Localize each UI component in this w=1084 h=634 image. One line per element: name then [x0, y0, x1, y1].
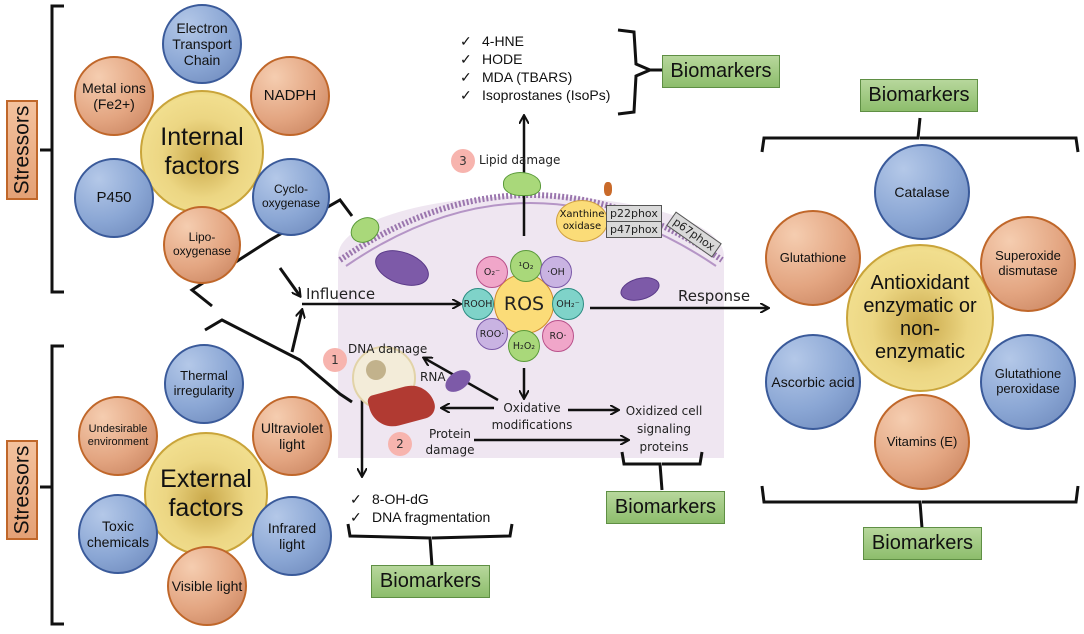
ros-species-superoxide: O₂⁻ [476, 256, 508, 288]
list-item: ✓HODE [460, 51, 523, 67]
oxidative-modifications-label: Oxidative modifications [491, 401, 573, 432]
rna-label: RNA [420, 370, 446, 384]
antioxidant-item-glutathione: Glutathione [765, 210, 861, 306]
biomarkers-box-lipid: Biomarkers [662, 55, 780, 88]
stressors-label-internal: Stressors [6, 100, 38, 200]
ros-species-hydroperoxyl: OH₂⁻ [552, 288, 584, 320]
list-item: ✓DNA fragmentation [350, 509, 491, 525]
list-item: ✓MDA (TBARS) [460, 69, 573, 85]
antioxidant-item-superoxide-dismutase: Superoxide dismutase [980, 216, 1076, 312]
ros-species-alkoxyl: RO· [542, 320, 574, 352]
internal-item-p450: P450 [74, 158, 154, 238]
external-item-undesirable-environment: Undesirable environment [78, 396, 158, 476]
nucleolus-icon [366, 360, 386, 380]
antioxidant-item-catalase: Catalase [874, 144, 970, 240]
internal-stressor-bracket [40, 4, 64, 294]
external-item-visible-light: Visible light [167, 546, 247, 626]
list-item: ✓4-HNE [460, 33, 525, 49]
antioxidant-item-ascorbic-acid: Ascorbic acid [765, 334, 861, 430]
phox-p22: p22phox [606, 205, 662, 222]
external-item-ultraviolet-light: Ultraviolet light [252, 396, 332, 476]
damage-badge-2: 2 [388, 432, 412, 456]
ros-species-rooh: ROOH [462, 288, 494, 320]
antioxidant-item-glutathione-peroxidase: Glutathione peroxidase [980, 334, 1076, 430]
ros-species-peroxyl: ROO· [476, 318, 508, 350]
biomarkers-box-antioxidant-top: Biomarkers [860, 79, 978, 112]
damage-badge-1: 1 [323, 348, 347, 372]
internal-item-metal-ions: Metal ions (Fe2+) [74, 56, 154, 136]
list-item: ✓8-OH-dG [350, 491, 429, 507]
phox-p47: p47phox [606, 221, 662, 238]
ros-species-singlet-oxygen: ¹O₂ [510, 250, 542, 282]
stressors-label-external: Stressors [6, 440, 38, 540]
internal-factors-center: Internal factors [140, 90, 264, 214]
ros-species-hydroxyl: ·OH [540, 256, 572, 288]
influence-label: Influence [306, 285, 376, 303]
biomarkers-box-dna: Biomarkers [371, 565, 490, 598]
antioxidant-item-vitamins-e: Vitamins (E) [874, 394, 970, 490]
external-item-infrared-light: Infrared light [252, 496, 332, 576]
internal-item-nadph: NADPH [250, 56, 330, 136]
external-item-thermal-irregularity: Thermal irregularity [164, 344, 244, 424]
lipid-biomarker-list: ✓4-HNE ✓HODE ✓MDA (TBARS) ✓Isoprostanes … [460, 32, 610, 104]
receptor-icon [604, 182, 612, 196]
dna-damage-label: DNA damage [348, 342, 428, 356]
membrane-protein-icon [503, 172, 541, 196]
external-item-toxic-chemicals: Toxic chemicals [78, 494, 158, 574]
biomarkers-box-signaling: Biomarkers [606, 491, 725, 524]
ros-species-hydrogen-peroxide: H₂O₂ [508, 330, 540, 362]
damage-badge-3: 3 [451, 149, 475, 173]
protein-damage-label: Protein damage [425, 427, 475, 457]
list-item: ✓Isoprostanes (IsoPs) [460, 87, 611, 103]
dna-biomarker-list: ✓8-OH-dG ✓DNA fragmentation [350, 490, 490, 526]
lipid-damage-label: Lipid damage [479, 153, 561, 167]
oxidized-signaling-label: Oxidized cell signaling proteins [625, 404, 703, 454]
internal-item-electron-transport-chain: Electron Transport Chain [162, 4, 242, 84]
external-stressor-bracket [40, 344, 64, 626]
external-factors-center: External factors [144, 432, 268, 556]
biomarkers-box-antioxidant-bottom: Biomarkers [863, 527, 982, 560]
xanthine-oxidase: Xanthine oxidase [556, 200, 608, 242]
internal-item-cyclo-oxygenase: Cyclo-oxygenase [252, 158, 330, 236]
antioxidant-center: Antioxidant enzymatic or non-enzymatic [846, 244, 994, 392]
response-label: Response [678, 287, 751, 305]
internal-item-lipo-oxygenase: Lipo-oxygenase [163, 206, 241, 284]
